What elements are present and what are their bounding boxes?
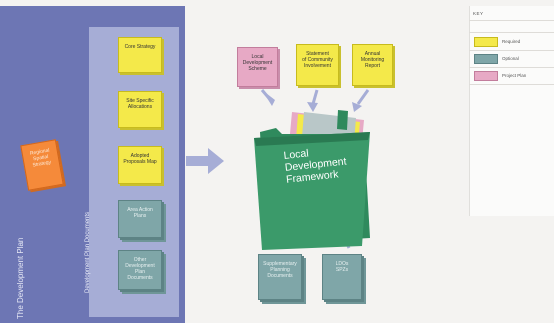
other-dpd-label: Other Development Plan Documents bbox=[125, 257, 155, 281]
key-swatch-required bbox=[474, 37, 498, 47]
annual-monitoring-report-label: Annual Monitoring Report bbox=[360, 51, 385, 69]
key-swatch-project-plan bbox=[474, 71, 498, 81]
key-divider bbox=[469, 84, 554, 85]
supplementary-planning-label: Supplementary Planning Documents bbox=[263, 261, 297, 279]
arrow-to-framework-icon bbox=[186, 148, 224, 174]
area-action-plans-label: Area Action Plans bbox=[127, 207, 153, 219]
community-involvement-doc: Statement of Community Involvement bbox=[296, 44, 339, 86]
supplementary-planning-doc: Supplementary Planning Documents bbox=[258, 254, 302, 300]
local-development-scheme-label: Local Development Scheme bbox=[242, 54, 273, 72]
arrow-lds-icon bbox=[260, 89, 275, 106]
key-divider bbox=[469, 67, 554, 68]
arrow-amr-icon bbox=[352, 89, 370, 112]
proposals-map-label: Adopted Proposals Map bbox=[123, 153, 157, 165]
key-label-required: Required bbox=[502, 39, 521, 44]
site-allocations-doc: Site Specific Allocations bbox=[118, 91, 162, 128]
local-development-scheme-doc: Local Development Scheme bbox=[237, 47, 278, 87]
key-title: KEY bbox=[473, 11, 484, 16]
key-divider bbox=[469, 20, 554, 21]
arrow-sci-icon bbox=[307, 89, 319, 112]
key-label-project-plan: Project Plan bbox=[502, 73, 527, 78]
area-action-plans-doc: Area Action Plans bbox=[118, 200, 162, 238]
core-strategy-doc: Core Strategy bbox=[118, 37, 162, 73]
key-divider bbox=[469, 50, 554, 51]
annual-monitoring-report-doc: Annual Monitoring Report bbox=[352, 44, 393, 86]
site-allocations-label: Site Specific Allocations bbox=[126, 98, 154, 110]
community-involvement-label: Statement of Community Involvement bbox=[302, 51, 333, 69]
key-label-optional: Optional bbox=[502, 56, 519, 61]
key-divider bbox=[469, 32, 554, 33]
ldo-spz-doc: LDOs SPZs bbox=[322, 254, 362, 300]
key-swatch-optional bbox=[474, 54, 498, 64]
folder-icon bbox=[254, 110, 370, 250]
core-strategy-label: Core Strategy bbox=[124, 44, 156, 50]
ldo-spz-label: LDOs SPZs bbox=[335, 261, 349, 273]
other-dpd-doc: Other Development Plan Documents bbox=[118, 250, 162, 290]
proposals-map-doc: Adopted Proposals Map bbox=[118, 146, 162, 184]
